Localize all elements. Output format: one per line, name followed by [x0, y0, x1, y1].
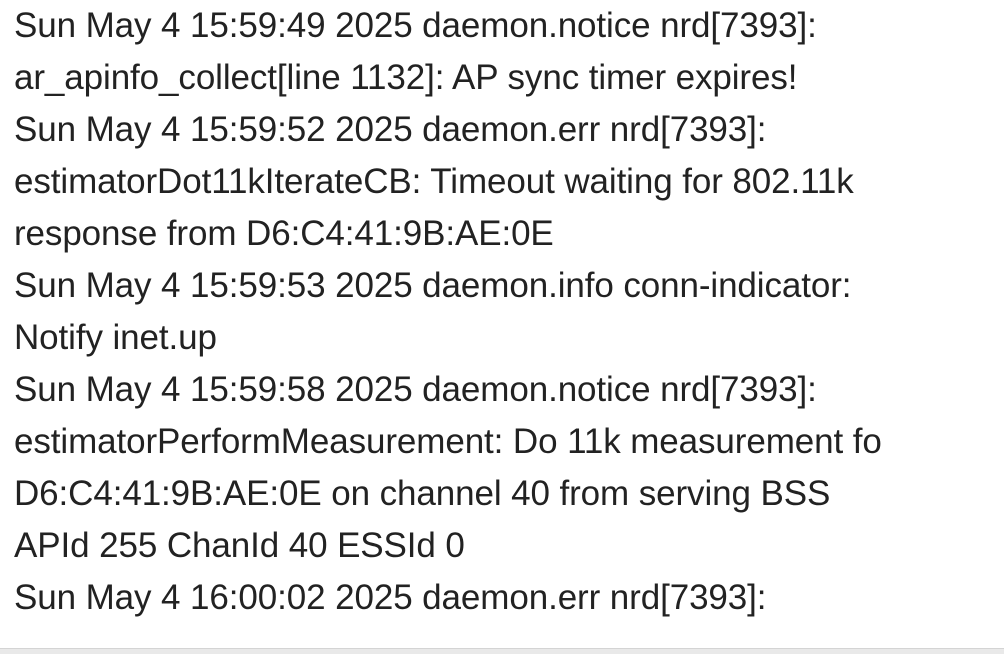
log-line: response from D6:C4:41:9B:AE:0E [14, 214, 554, 253]
log-line: Notify inet.up [14, 318, 217, 357]
log-line: estimatorPerformMeasurement: Do 11k meas… [14, 422, 882, 461]
log-line: ar_apinfo_collect[line 1132]: AP sync ti… [14, 58, 798, 97]
log-line: D6:C4:41:9B:AE:0E on channel 40 from ser… [14, 474, 831, 513]
log-line: Sun May 4 15:59:53 2025 daemon.info conn… [14, 266, 852, 305]
log-line: Sun May 4 16:00:02 2025 daemon.err nrd[7… [14, 578, 767, 617]
log-line: Sun May 4 15:59:49 2025 daemon.notice nr… [14, 6, 817, 45]
log-line: Sun May 4 15:59:52 2025 daemon.err nrd[7… [14, 110, 767, 149]
log-line: APId 255 ChanId 40 ESSId 0 [14, 526, 465, 565]
log-line: Sun May 4 15:59:58 2025 daemon.notice nr… [14, 370, 817, 409]
log-line: estimatorDot11kIterateCB: Timeout waitin… [14, 162, 854, 201]
bottom-divider [0, 648, 1004, 654]
